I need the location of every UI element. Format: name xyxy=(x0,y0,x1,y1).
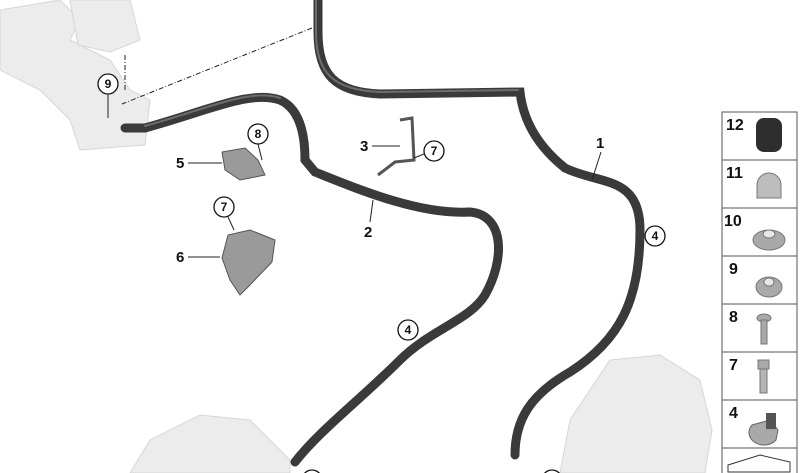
parts-panel: 12 11 10 9 8 7 4 xyxy=(721,111,798,473)
bracket-6[interactable] xyxy=(221,229,276,296)
svg-text:7: 7 xyxy=(221,200,228,214)
circled-callout-8: 8 xyxy=(247,123,269,161)
hex-nut-icon xyxy=(755,276,783,298)
self-tapping-screw-icon xyxy=(756,313,772,345)
circled-callout-4: 4 xyxy=(397,319,419,341)
svg-text:12: 12 xyxy=(726,117,744,134)
panel-cell-9[interactable]: 9 xyxy=(721,255,798,305)
svg-text:9: 9 xyxy=(729,261,738,278)
callout-6: 6 xyxy=(176,249,184,266)
starter-motor xyxy=(559,354,713,473)
bracket-3[interactable] xyxy=(377,116,416,177)
panel-cell-11[interactable]: 11 xyxy=(721,159,798,209)
bracket-plate-icon xyxy=(727,454,791,473)
acorn-nut-icon xyxy=(756,172,782,199)
svg-text:4: 4 xyxy=(729,405,738,422)
cable-1[interactable] xyxy=(313,0,645,460)
panel-cell-4[interactable]: 4 xyxy=(721,399,798,449)
svg-text:11: 11 xyxy=(726,165,743,182)
callout-2: 2 xyxy=(364,224,372,241)
svg-text:8: 8 xyxy=(729,309,738,326)
cap-icon xyxy=(756,118,782,152)
panel-cell-8[interactable]: 8 xyxy=(721,303,798,353)
callout-3: 3 xyxy=(360,138,368,155)
circled-callout-partial xyxy=(543,469,561,473)
cable-2[interactable] xyxy=(120,92,503,467)
svg-text:9: 9 xyxy=(105,77,112,91)
panel-cell-10[interactable]: 10 xyxy=(721,207,798,257)
svg-text:7: 7 xyxy=(431,144,438,158)
svg-text:4: 4 xyxy=(405,323,412,337)
svg-text:4: 4 xyxy=(652,229,659,243)
panel-cell-bracket[interactable] xyxy=(721,447,798,473)
svg-text:8: 8 xyxy=(255,127,262,141)
alternator xyxy=(129,414,291,473)
reference-line xyxy=(121,27,313,105)
circled-callout-7: 7 xyxy=(413,140,445,162)
flange-nut-icon xyxy=(752,229,786,251)
svg-text:10: 10 xyxy=(724,213,742,230)
leader-line xyxy=(369,199,374,223)
leader-line xyxy=(591,151,602,181)
battery-terminal-housing xyxy=(0,0,151,151)
callout-5: 5 xyxy=(176,155,184,172)
circled-callout-7: 7 xyxy=(213,196,235,231)
panel-cell-12[interactable]: 12 xyxy=(721,111,798,161)
panel-cell-7[interactable]: 7 xyxy=(721,351,798,401)
callout-1: 1 xyxy=(596,135,604,152)
circled-callout-partial xyxy=(303,469,321,473)
hex-bolt-icon xyxy=(757,359,770,394)
svg-text:7: 7 xyxy=(729,357,738,374)
circled-callout-9: 9 xyxy=(97,73,119,118)
cable-clip-icon xyxy=(748,413,779,446)
bracket-5[interactable] xyxy=(221,147,266,181)
circled-callout-4: 4 xyxy=(644,225,666,247)
